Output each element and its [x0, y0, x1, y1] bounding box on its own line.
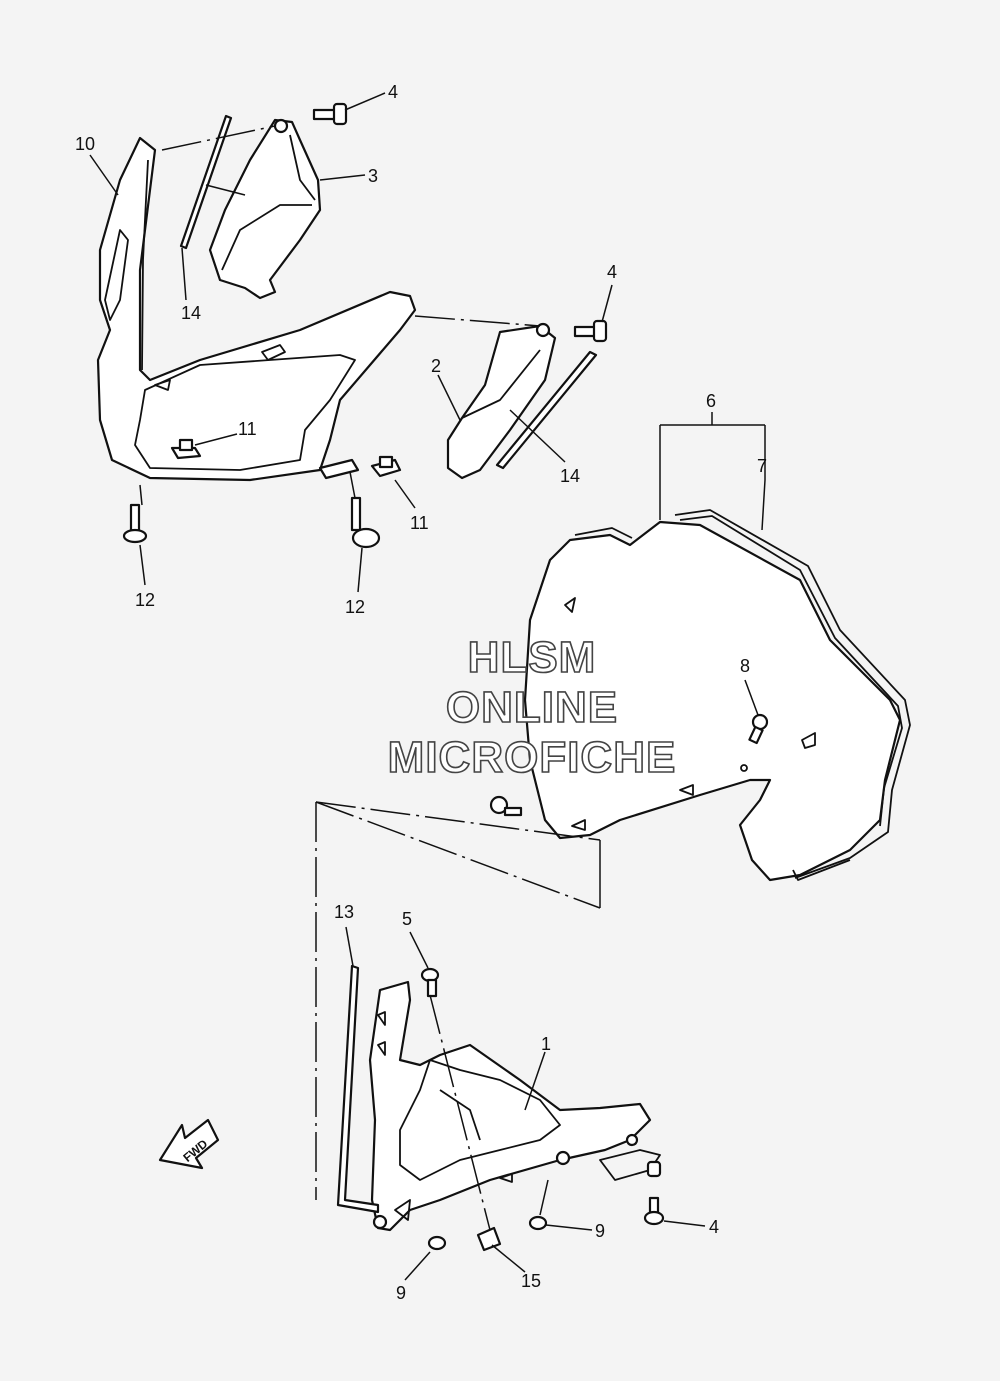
- callout-9-left: 9: [396, 1283, 406, 1303]
- callout-15: 15: [521, 1271, 541, 1291]
- callout-labels: 10 4 3 14 11 12 12 11 4 2 14 6 7 8 13 5 …: [75, 82, 767, 1303]
- callout-4-mid: 4: [607, 262, 617, 282]
- alignment-lines: [161, 125, 601, 1231]
- seal-strip-part-14-upper: [179, 114, 233, 250]
- callout-14-upper: 14: [181, 303, 201, 323]
- screw-part-5: [420, 967, 440, 998]
- callout-11-left: 11: [238, 419, 257, 439]
- callout-3: 3: [368, 166, 378, 186]
- callout-13: 13: [334, 902, 354, 922]
- screw-part-8-left: [489, 795, 523, 817]
- callout-2: 2: [431, 356, 441, 376]
- callout-4-top: 4: [388, 82, 398, 102]
- nut-part-15: [476, 1226, 502, 1252]
- bolt-part-4-top: [273, 102, 348, 134]
- side-panel-part-2: [446, 322, 557, 480]
- screw-part-8-right: [740, 713, 769, 772]
- seal-strip-part-13: [336, 964, 380, 1214]
- watermark-line-3: MICROFICHE: [387, 733, 677, 783]
- callout-4-bottom: 4: [709, 1217, 719, 1237]
- windshield-part-6: [523, 509, 911, 882]
- callout-10: 10: [75, 134, 95, 154]
- inner-panel-part-3: [208, 118, 322, 300]
- callout-1: 1: [541, 1034, 551, 1054]
- leader-lines: [89, 92, 766, 1281]
- upper-cowling-part-10: [96, 136, 417, 482]
- nut-part-11: [318, 455, 402, 480]
- callout-9-right: 9: [595, 1221, 605, 1241]
- inner-cowling-part-1: [368, 980, 661, 1232]
- watermark-line-1: HLSM: [467, 633, 597, 683]
- callout-8: 8: [740, 656, 750, 676]
- watermark-line-2: ONLINE: [445, 683, 619, 733]
- callout-12-left: 12: [135, 590, 155, 610]
- collar-part-9-right: [528, 1215, 548, 1231]
- callout-11-right: 11: [410, 513, 429, 533]
- callout-12-right: 12: [345, 597, 365, 617]
- callout-14-lower: 14: [560, 466, 580, 486]
- fwd-arrow-icon: FWD: [158, 1118, 220, 1170]
- screw-part-12-right: [350, 496, 381, 549]
- callout-6: 6: [706, 391, 716, 411]
- screw-part-12-left: [122, 503, 148, 544]
- bolt-part-4-bottom: [643, 1160, 665, 1226]
- bolt-part-4-mid: [573, 319, 608, 343]
- collar-part-9-left: [427, 1235, 447, 1251]
- callout-7: 7: [757, 456, 767, 476]
- callout-5: 5: [402, 909, 412, 929]
